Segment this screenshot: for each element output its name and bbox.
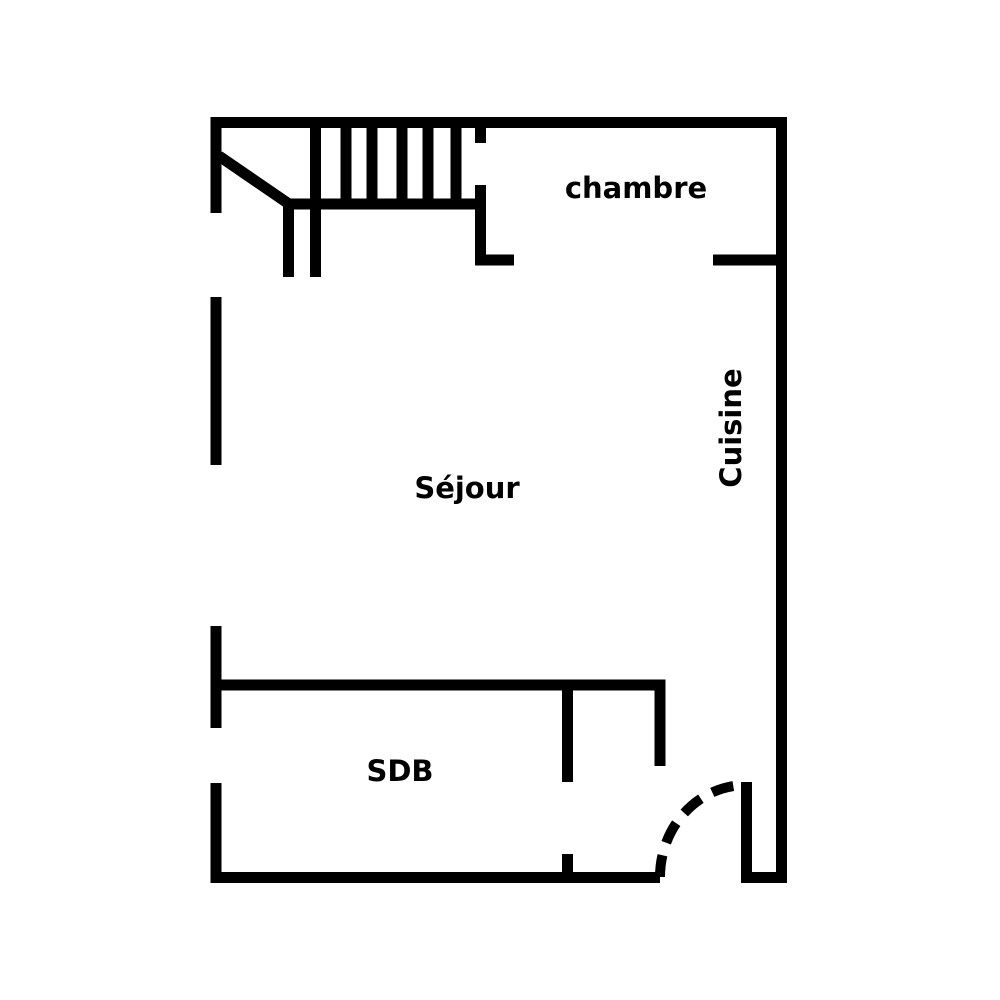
stair-diagonal	[215, 151, 293, 209]
room-label-chambre: chambre	[565, 171, 707, 205]
room-label-sejour: Séjour	[414, 471, 520, 505]
room-label-cuisine: Cuisine	[714, 368, 748, 487]
bottom-wall	[210, 783, 660, 883]
chambre-walls	[475, 122, 781, 266]
sdb-walls	[216, 679, 666, 877]
outer-walls	[210, 117, 787, 883]
top-wall	[210, 117, 787, 883]
sdb-top-wall	[216, 679, 666, 766]
door-swing-arc	[655, 780, 747, 878]
entrance-jamb	[741, 782, 782, 883]
chambre-wall	[475, 185, 514, 266]
room-label-sdb: SDB	[366, 754, 433, 788]
staircase	[215, 122, 486, 277]
